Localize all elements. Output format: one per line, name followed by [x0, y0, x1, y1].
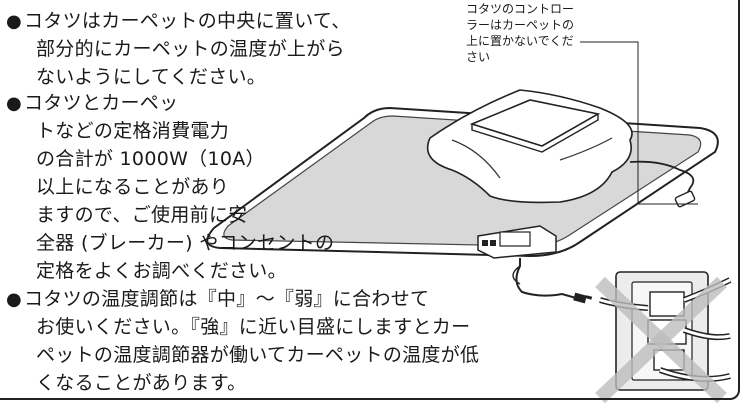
note-3-line-2: お使いください。『強』に近い目盛にしますとカー: [36, 316, 471, 338]
note-1-line-1: コタツはカーペットの中央に置いて、: [24, 10, 351, 32]
note-1-line-3: ないようにしてください。: [36, 66, 267, 88]
callout-line-1: コタツのコントロー: [466, 2, 575, 16]
kotatsu-futon: [426, 89, 633, 204]
note-2-line-5: ますので、ご使用前に安: [36, 204, 248, 226]
bullet-1: ●: [6, 11, 22, 32]
note-2-line-3: の合計が 1000W（10A）: [36, 148, 265, 170]
note-2-line-2: トなどの定格消費電力: [36, 120, 230, 142]
callout-line-3: 上に置かないでくだ: [466, 34, 574, 48]
note-3-line-3: ペットの温度調節器が働いてカーペットの温度が低: [36, 344, 480, 366]
note-2-line-7: 定格をよくお調べください。: [36, 260, 287, 282]
carpet-controller: [477, 225, 557, 259]
note-2-line-4: 以上になることがあり: [36, 176, 230, 198]
controller-power-cord: [512, 258, 593, 304]
note-3-line-1: コタツの温度調節は『中』～『弱』に合わせて: [24, 288, 430, 310]
callout-line-2: ラーはカーペットの: [466, 18, 575, 32]
bullet-2: ●: [6, 93, 22, 114]
outlet-prohibited-icon: [595, 271, 732, 404]
callout-leader-line: [580, 41, 698, 205]
note-2-line-6: 全器 (ブレーカー) やコンセントの: [36, 232, 335, 254]
callout-line-4: さい: [466, 50, 491, 64]
note-2-line-1: コタツとカーペッ: [24, 92, 179, 114]
bullet-3: ●: [6, 289, 22, 310]
note-3-line-4: くなることがあります。: [36, 372, 247, 394]
kotatsu-controller-cord: [629, 160, 696, 208]
note-1-line-2: 部分的にカーペットの温度が上がら: [36, 38, 345, 60]
